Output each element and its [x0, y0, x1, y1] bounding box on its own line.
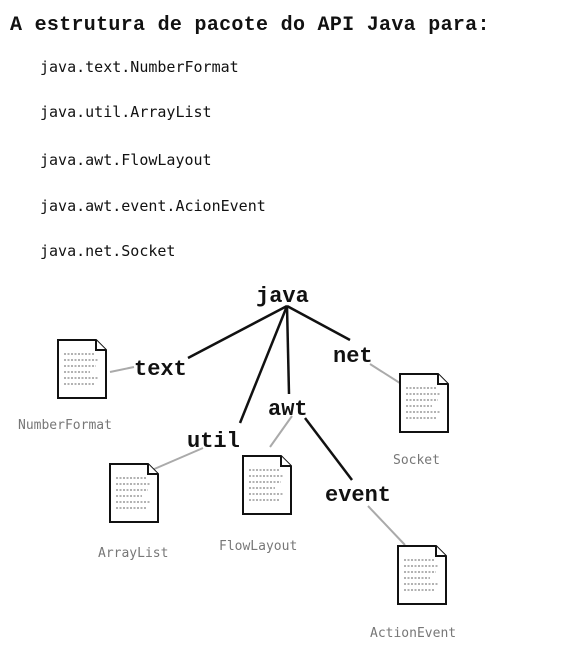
node-event: event: [325, 483, 391, 508]
class-actionevent: ActionEvent: [370, 626, 456, 641]
node-net: net: [333, 344, 373, 369]
class-numberformat: NumberFormat: [18, 418, 112, 433]
edge-net-socket: [369, 363, 404, 386]
document-icon: [399, 373, 449, 433]
node-awt: awt: [268, 397, 308, 422]
edge-text-numberformat: [109, 366, 135, 373]
edge-java-net: [286, 304, 351, 342]
edge-event-actionevent: [367, 505, 406, 546]
edge-awt-event: [304, 417, 353, 481]
package-item: java.text.NumberFormat: [40, 58, 239, 76]
page-title: A estrutura de pacote do API Java para:: [10, 14, 490, 37]
document-icon: [242, 455, 292, 515]
document-icon: [109, 463, 159, 523]
package-item: java.net.Socket: [40, 242, 176, 260]
edge-java-util: [238, 305, 289, 424]
document-icon: [397, 545, 447, 605]
edge-java-text: [187, 304, 288, 360]
class-socket: Socket: [393, 453, 440, 468]
node-util: util: [187, 429, 240, 454]
package-item: java.awt.FlowLayout: [40, 151, 212, 169]
node-text: text: [134, 357, 187, 382]
document-icon: [57, 339, 107, 399]
edge-java-awt: [285, 305, 291, 395]
edge-awt-flowlayout: [269, 415, 293, 448]
class-flowlayout: FlowLayout: [219, 539, 297, 554]
node-java: java: [256, 284, 309, 309]
class-arraylist: ArrayList: [98, 546, 168, 561]
package-item: java.util.ArrayList: [40, 103, 212, 121]
package-item: java.awt.event.AcionEvent: [40, 197, 266, 215]
edge-util-arraylist: [144, 447, 204, 474]
